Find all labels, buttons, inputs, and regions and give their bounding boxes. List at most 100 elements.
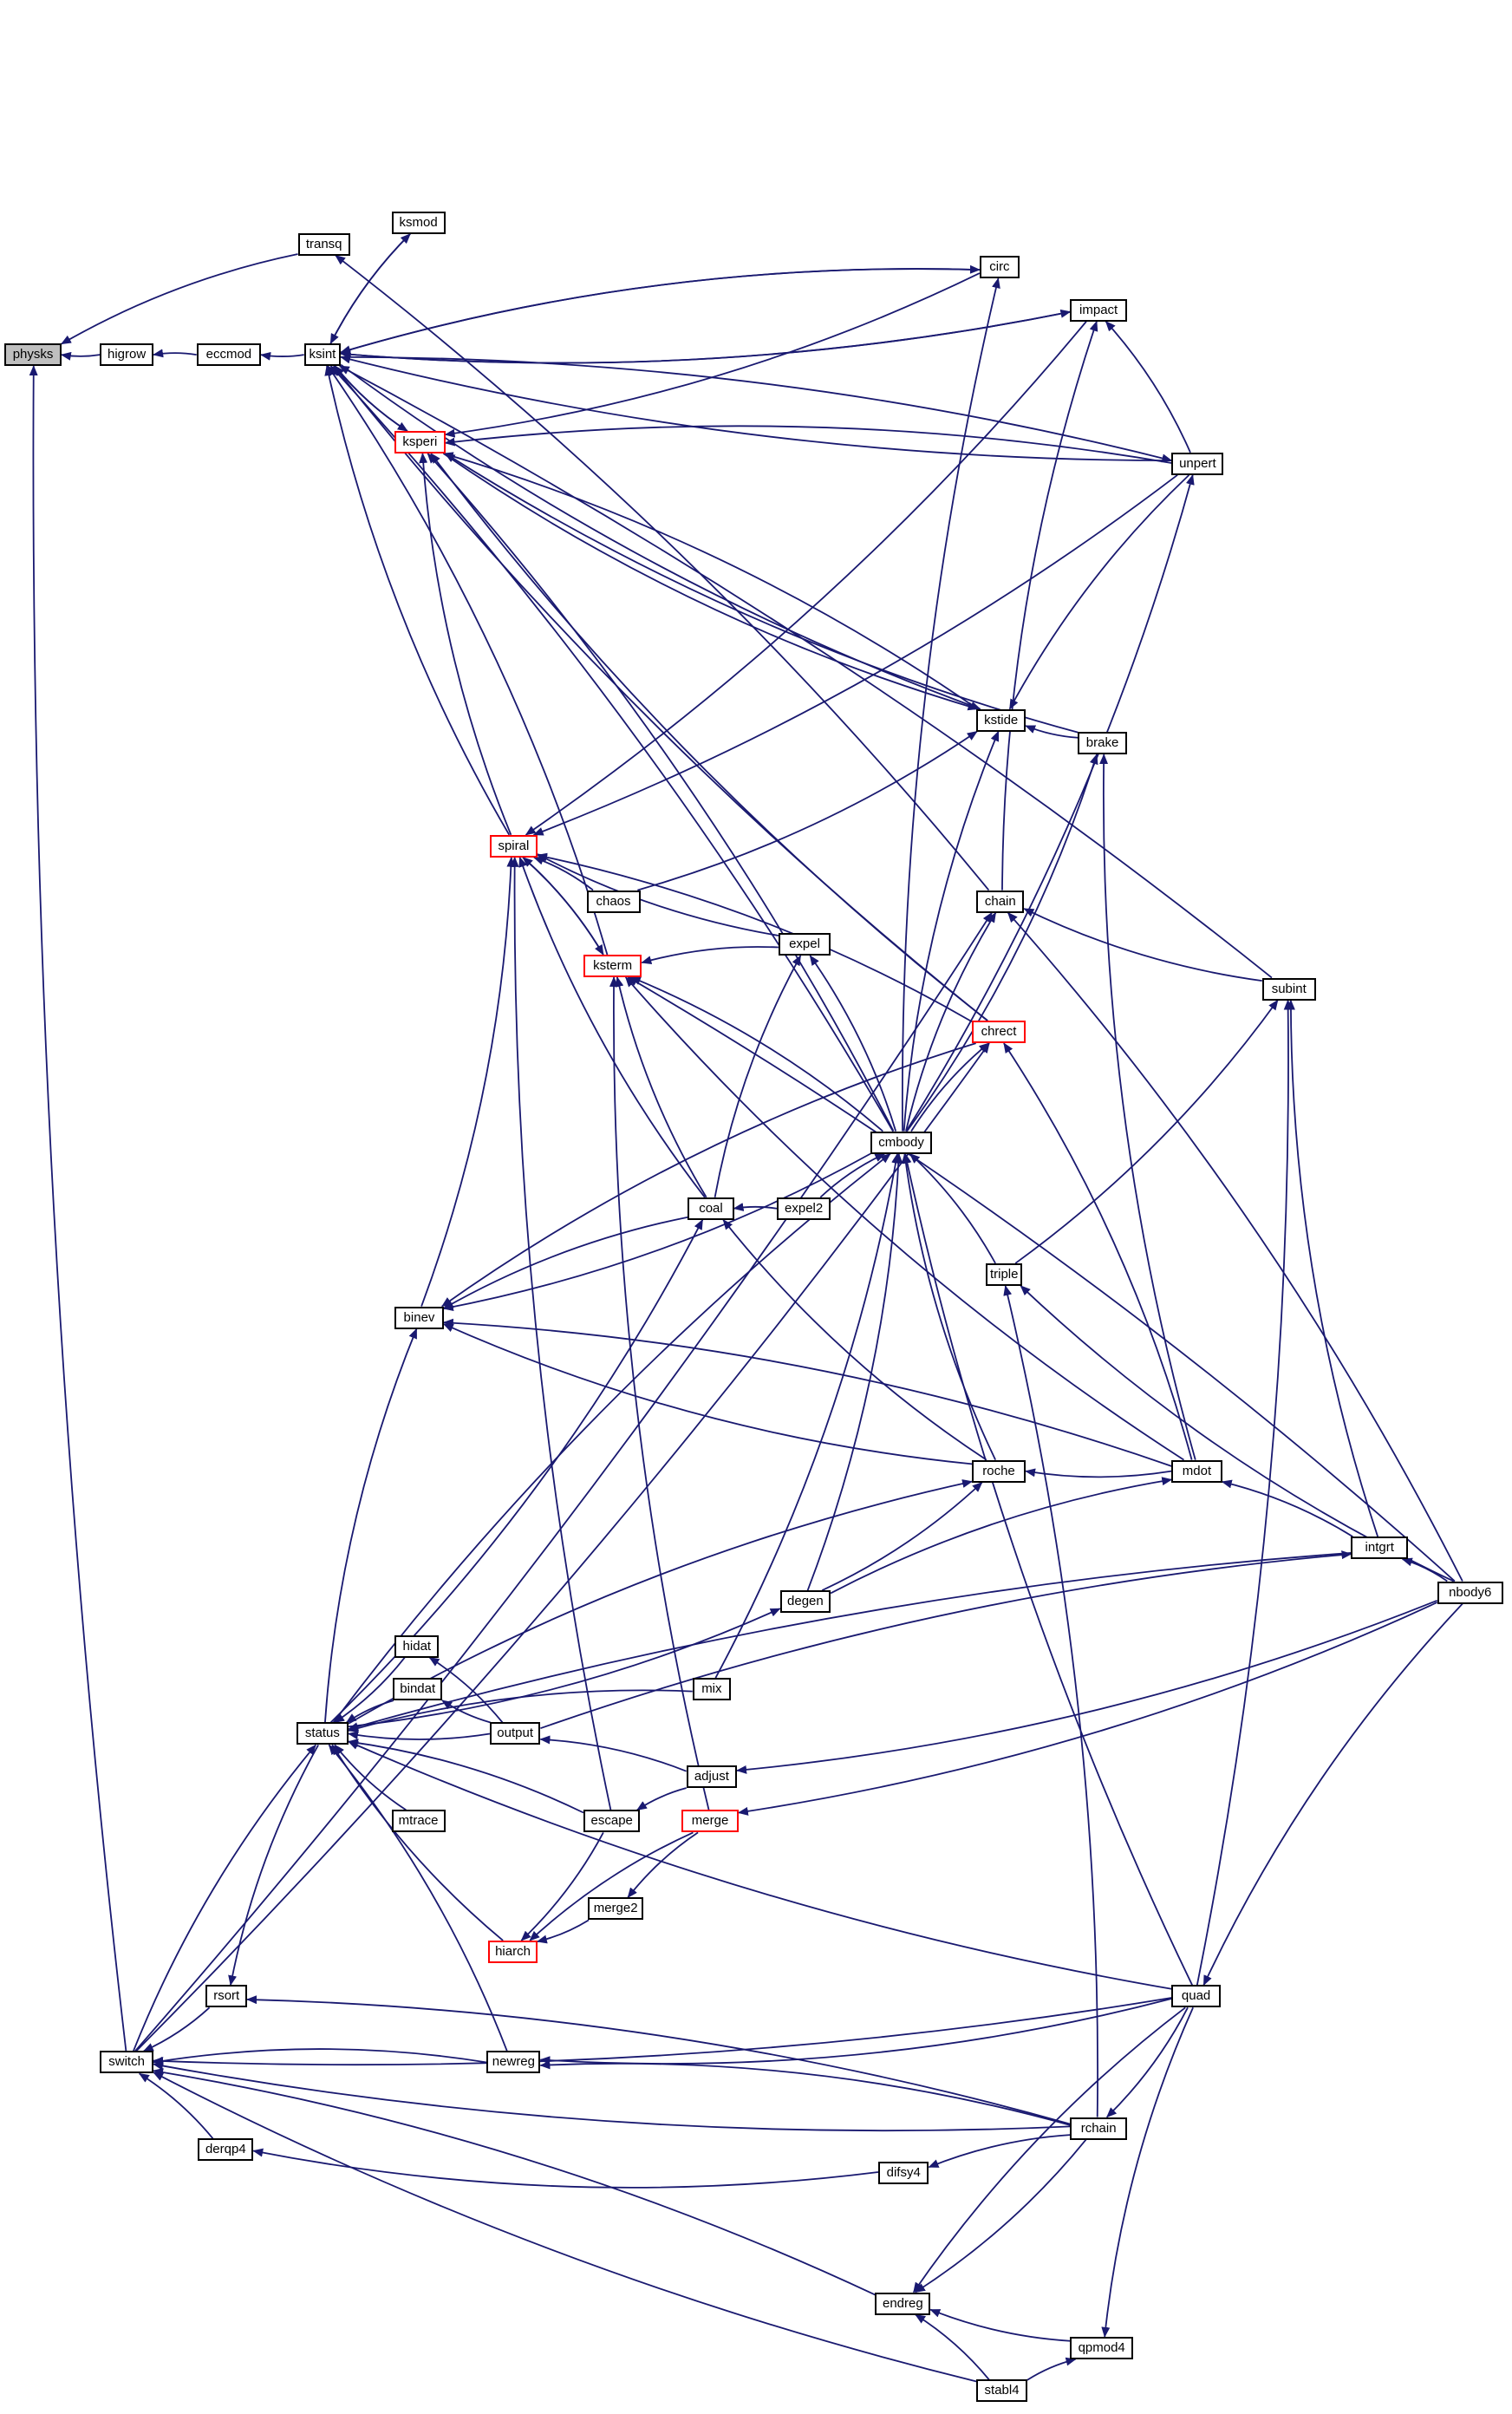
edge-mtrace-to-status — [334, 1744, 407, 1811]
node-eccmod[interactable]: eccmod — [196, 343, 262, 367]
edge-chaos-to-spiral — [532, 856, 594, 891]
edge-cmbody-to-ksint — [329, 365, 894, 1132]
edge-spiral-to-ksterm — [522, 857, 604, 956]
node-chaos[interactable]: chaos — [586, 890, 641, 913]
node-coal[interactable]: coal — [688, 1197, 734, 1220]
node-mix[interactable]: mix — [692, 1678, 731, 1701]
node-derqp4[interactable]: derqp4 — [198, 2138, 254, 2162]
node-intgrt[interactable]: intgrt — [1351, 1536, 1408, 1560]
node-expel2[interactable]: expel2 — [777, 1197, 831, 1220]
edge-nbody6-to-ksterm — [627, 976, 1456, 1582]
edge-brake-to-kstide — [1025, 725, 1079, 739]
edge-ksterm-to-ksint — [327, 365, 609, 956]
edge-status-to-degen — [348, 1608, 781, 1728]
edge-cmbody-to-brake — [906, 754, 1098, 1132]
node-endreg[interactable]: endreg — [875, 2292, 931, 2315]
edge-escape-to-spiral — [510, 856, 612, 1810]
node-kstide[interactable]: kstide — [976, 708, 1026, 732]
node-rchain[interactable]: rchain — [1070, 2117, 1127, 2140]
edge-bindat-to-status — [345, 1700, 394, 1724]
node-merge[interactable]: merge — [681, 1810, 739, 1833]
edge-expel-to-ksterm — [641, 946, 779, 965]
node-ksterm[interactable]: ksterm — [583, 954, 642, 977]
node-bindat[interactable]: bindat — [393, 1678, 443, 1701]
edge-degen-to-mdot — [830, 1477, 1173, 1595]
node-ksmod[interactable]: ksmod — [391, 211, 446, 234]
node-newreg[interactable]: newreg — [486, 2051, 541, 2074]
node-roche[interactable]: roche — [972, 1459, 1026, 1483]
edge-ksperi-to-ksint — [334, 365, 408, 432]
node-expel[interactable]: expel — [778, 933, 831, 956]
node-binev[interactable]: binev — [394, 1306, 444, 1329]
edge-coal-to-binev — [442, 1216, 688, 1309]
node-physks[interactable]: physks — [4, 343, 62, 367]
node-mtrace[interactable]: mtrace — [391, 1810, 446, 1833]
node-escape[interactable]: escape — [583, 1810, 641, 1833]
edge-quad-to-switch — [153, 1997, 1172, 2066]
edge-cmbody-to-circ — [901, 277, 1000, 1132]
edge-nbody6-to-merge — [737, 1602, 1438, 1816]
edge-rchain-to-endreg — [915, 2139, 1087, 2293]
edge-quad-to-status — [348, 1740, 1172, 1990]
edge-unpert-to-kstide — [1008, 474, 1190, 710]
edge-expel2-to-coal — [733, 1203, 778, 1211]
node-chain[interactable]: chain — [976, 890, 1025, 913]
edge-impact-to-spiral — [525, 321, 1087, 836]
edge-rchain-to-newreg — [539, 2060, 1071, 2126]
edge-transq-to-physks — [60, 253, 298, 345]
edge-intgrt-to-mdot — [1221, 1479, 1353, 1537]
edge-merge-to-merge2 — [627, 1831, 699, 1899]
edge-nbody6-to-intgrt — [1401, 1557, 1448, 1582]
edge-ksint-to-ksperi — [334, 365, 408, 432]
edge-merge2-to-hiarch — [536, 1919, 590, 1944]
node-qpmod4[interactable]: qpmod4 — [1070, 2336, 1133, 2359]
node-ksperi[interactable]: ksperi — [394, 431, 446, 454]
node-transq[interactable]: transq — [297, 232, 350, 256]
node-switch[interactable]: switch — [100, 2051, 154, 2074]
node-ksint[interactable]: ksint — [303, 343, 342, 367]
edge-ksint-to-impact — [341, 309, 1072, 364]
node-rsort[interactable]: rsort — [205, 1985, 248, 2008]
edge-cmbody-to-binev — [442, 1152, 871, 1312]
edge-coal-to-spiral — [518, 856, 706, 1198]
node-higrow[interactable]: higrow — [100, 343, 154, 367]
node-triple[interactable]: triple — [985, 1262, 1023, 1286]
edge-status-to-roche — [348, 1479, 974, 1725]
node-quad[interactable]: quad — [1171, 1985, 1221, 2008]
node-cmbody[interactable]: cmbody — [870, 1131, 932, 1154]
node-difsy4[interactable]: difsy4 — [878, 2161, 929, 2184]
node-mdot[interactable]: mdot — [1171, 1459, 1222, 1483]
edge-nbody6-to-adjust — [736, 1599, 1437, 1774]
node-circ[interactable]: circ — [979, 256, 1020, 279]
edge-stabl4-to-switch — [153, 2071, 977, 2383]
edge-chain-to-impact — [1001, 320, 1098, 891]
node-impact[interactable]: impact — [1070, 298, 1127, 322]
node-brake[interactable]: brake — [1078, 732, 1127, 755]
edge-nbody6-to-quad — [1202, 1602, 1463, 1987]
edge-switch-to-chrect — [135, 1042, 990, 2052]
edge-hiarch-to-status — [331, 1744, 504, 1941]
edge-subint-to-ksint — [338, 365, 1273, 979]
node-hiarch[interactable]: hiarch — [488, 1940, 538, 1963]
node-stabl4[interactable]: stabl4 — [976, 2379, 1027, 2403]
node-hidat[interactable]: hidat — [394, 1634, 440, 1658]
node-subint[interactable]: subint — [1261, 977, 1316, 1001]
edge-endreg-to-switch — [153, 2067, 876, 2296]
edge-quad-to-newreg — [539, 1998, 1172, 2065]
node-status[interactable]: status — [296, 1722, 349, 1745]
edge-roche-to-cmbody — [901, 1152, 996, 1461]
edge-brake-to-ksperi — [444, 453, 1079, 734]
edge-unpert-to-spiral — [532, 474, 1178, 836]
node-nbody6[interactable]: nbody6 — [1437, 1581, 1503, 1604]
node-chrect[interactable]: chrect — [972, 1021, 1026, 1044]
node-spiral[interactable]: spiral — [489, 834, 538, 858]
edge-chrect-to-ksperi — [430, 453, 988, 1021]
edge-adjust-to-output — [539, 1735, 687, 1772]
node-merge2[interactable]: merge2 — [588, 1897, 644, 1921]
node-unpert[interactable]: unpert — [1171, 452, 1224, 475]
node-degen[interactable]: degen — [779, 1590, 831, 1614]
node-output[interactable]: output — [489, 1722, 541, 1745]
edge-mix-to-cmbody — [714, 1152, 901, 1679]
edge-ksint-to-eccmod — [260, 351, 304, 361]
node-adjust[interactable]: adjust — [686, 1765, 738, 1789]
